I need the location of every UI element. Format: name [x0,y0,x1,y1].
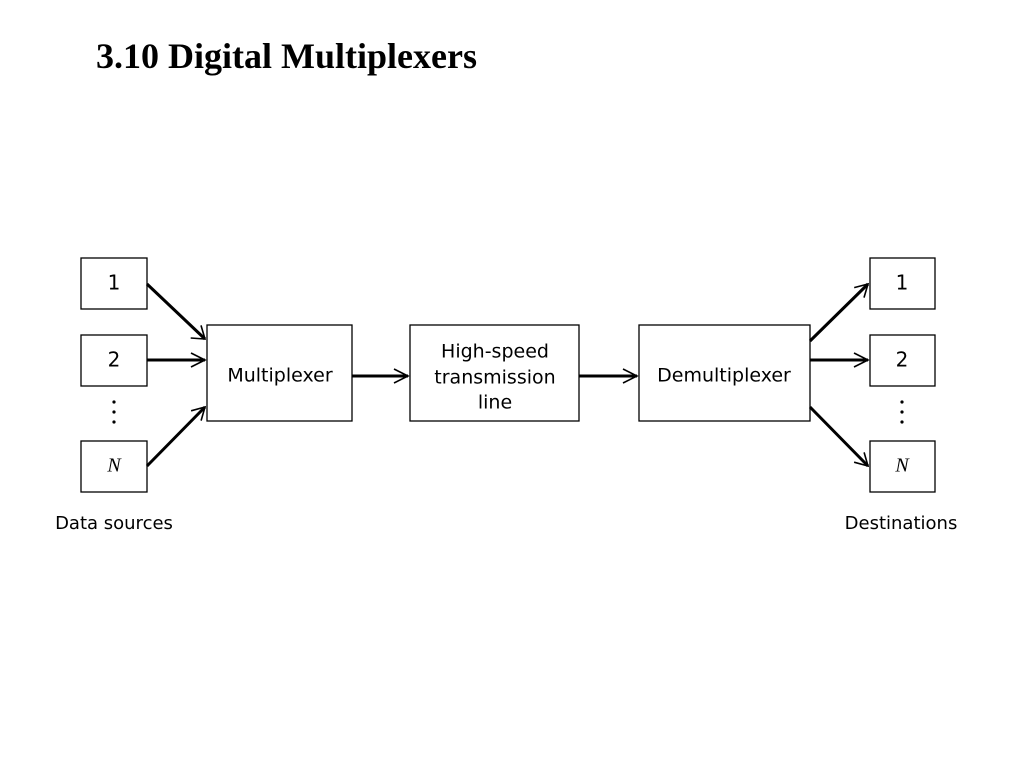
transmission-line-label-3: line [478,392,512,414]
slide-title: 3.10 Digital Multiplexers [96,36,477,76]
arrow-mux-to-line [352,368,410,384]
destination-n: N [869,440,936,493]
transmission-line-label-2: transmission [434,367,555,389]
source-1-label: 1 [108,271,121,295]
arrow-demux-to-destination-2 [810,352,870,368]
source-1: 1 [80,257,148,310]
source-2-label: 2 [108,348,121,372]
arrow-demux-to-destination-n [808,405,870,468]
arrow-source-n-to-mux [145,405,207,468]
multiplexer-label: Multiplexer [227,365,332,387]
sources-ellipsis [112,400,116,424]
source-n-label: N [106,455,122,477]
destination-1: 1 [869,257,936,310]
transmission-line-label-1: High-speed [441,341,549,363]
source-n: N [80,440,148,493]
source-2: 2 [80,334,148,387]
transmission-line-block: High-speed transmission line [409,324,580,422]
destination-1-label: 1 [896,271,909,295]
demultiplexer-block: Demultiplexer [638,324,811,422]
sources-caption: Data sources [55,513,173,534]
destination-2-label: 2 [896,348,909,372]
arrow-source-1-to-mux [145,282,207,341]
multiplexer-block: Multiplexer [206,324,353,422]
destinations-ellipsis [900,400,904,424]
arrow-line-to-demux [579,368,639,384]
destinations-caption: Destinations [845,513,958,534]
demultiplexer-label: Demultiplexer [657,365,791,387]
arrow-demux-to-destination-1 [808,282,870,343]
arrow-source-2-to-mux [147,352,207,368]
destination-2: 2 [869,334,936,387]
destination-n-label: N [894,455,910,477]
